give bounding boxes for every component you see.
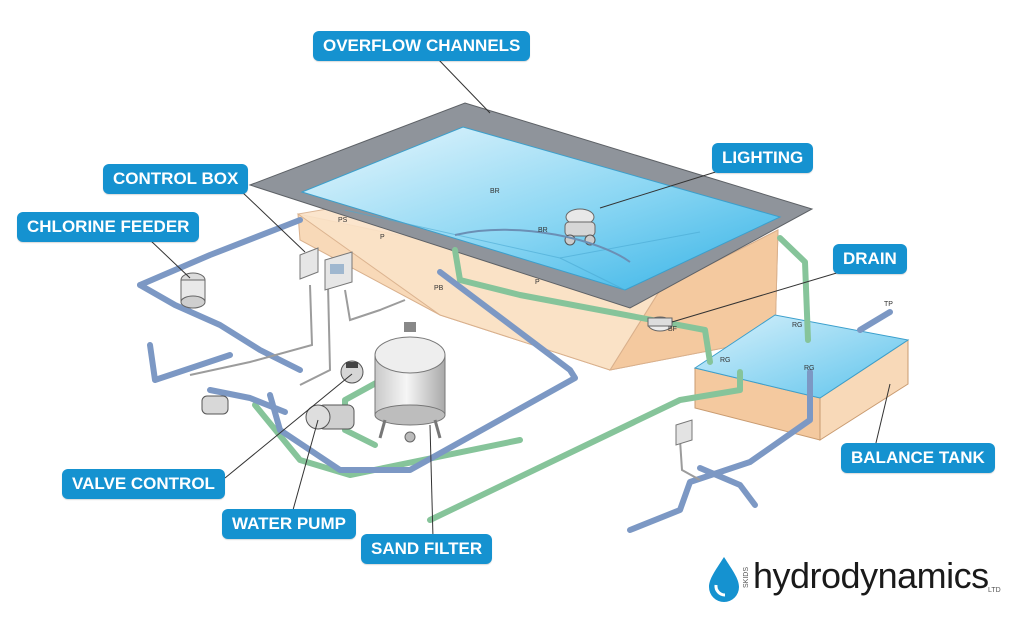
- label-control-box: CONTROL BOX: [103, 164, 249, 194]
- marker-p: P: [380, 234, 385, 241]
- label-chlorine-feeder: CHLORINE FEEDER: [17, 212, 200, 242]
- label-balance-tank: BALANCE TANK: [841, 443, 995, 473]
- valve-control: [340, 360, 364, 384]
- chlorine-feeder: [180, 272, 206, 309]
- sand-filter: [374, 322, 446, 443]
- label-water-pump: WATER PUMP: [222, 509, 356, 539]
- marker-rb: RG: [804, 365, 815, 372]
- leader-lines: [149, 57, 891, 539]
- marker-ps: PS: [338, 217, 348, 224]
- water-drop-icon: [709, 557, 739, 602]
- pool-light-fixture: [564, 208, 596, 246]
- logo-prefix: SKIDS: [743, 567, 750, 589]
- brand-logo: SKIDS hydrodynamics LTD: [705, 553, 1015, 605]
- blue-pipes: [137, 217, 893, 533]
- logo-suffix: LTD: [988, 587, 1001, 594]
- marker-bf: BF: [668, 326, 677, 333]
- marker-p-2: P: [535, 279, 540, 286]
- marker-pb: PB: [434, 285, 444, 292]
- water-pump: [201, 395, 355, 430]
- pool-hose: [454, 228, 631, 263]
- marker-br-2: BR: [538, 227, 548, 234]
- pool-floor-line: [559, 257, 626, 291]
- label-lighting: LIGHTING: [712, 143, 814, 173]
- marker-br: BR: [490, 188, 500, 195]
- control-box: [299, 247, 353, 291]
- tank-control-box: [675, 419, 693, 446]
- balance-tank: [693, 314, 910, 441]
- control-wires: [189, 284, 701, 481]
- label-overflow-channels: OVERFLOW CHANNELS: [313, 31, 531, 61]
- tank-water: [693, 314, 910, 399]
- logo-brand-name: hydrodynamics: [753, 555, 989, 596]
- label-sand-filter: SAND FILTER: [361, 534, 493, 564]
- marker-rg: RG: [792, 322, 803, 329]
- marker-rg-2: RG: [720, 357, 731, 364]
- label-drain: DRAIN: [833, 244, 907, 274]
- marker-tp: TP: [884, 301, 893, 308]
- label-valve-control: VALVE CONTROL: [62, 469, 225, 499]
- pool-water: [300, 126, 782, 291]
